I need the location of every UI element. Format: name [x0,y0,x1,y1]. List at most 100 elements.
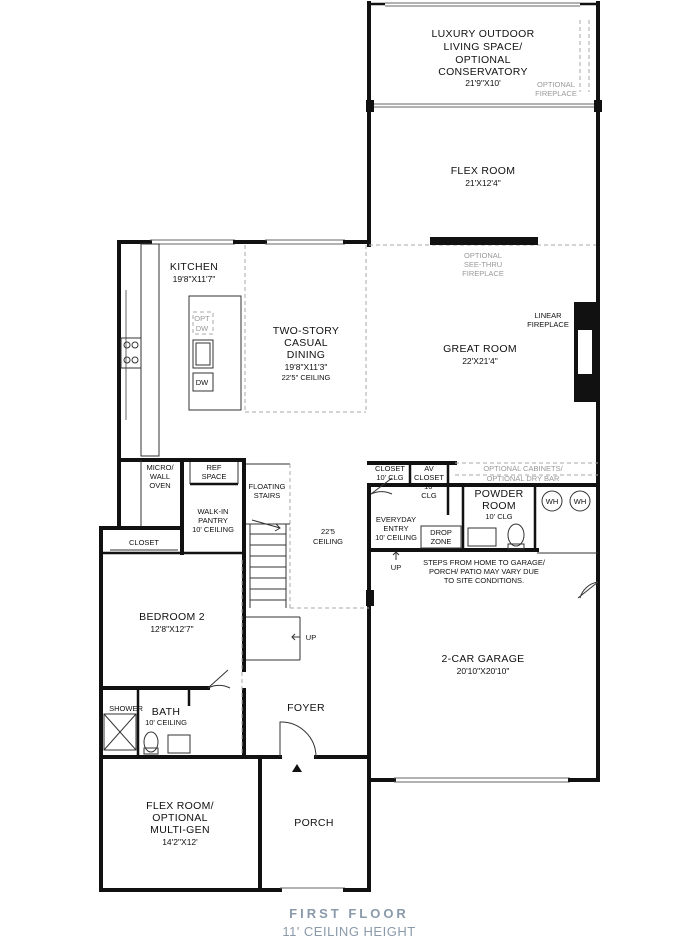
opt-cabinets-1: OPTIONAL CABINETS/ [483,464,563,473]
kitchen-name: KITCHEN [170,261,218,273]
closet1-1: CLOSET [375,464,405,473]
av-closet-4: CLG [421,491,437,500]
see-thru-2: SEE-THRU [464,260,502,269]
everyday-2: ENTRY [383,524,408,533]
flex-room-dim: 21'X12'4" [465,178,501,188]
room-labels: LUXURY OUTDOOR LIVING SPACE/ OPTIONAL CO… [109,28,586,847]
ref-2: SPACE [202,472,227,481]
sink [192,339,214,369]
outdoor-label-2: LIVING SPACE/ [444,41,523,53]
floor-subtitle: 11' CEILING HEIGHT [282,924,415,939]
closet1-2: 10' CLG [376,473,403,482]
micro-1: MICRO/ [146,463,174,472]
multigen-1: FLEX ROOM/ [146,800,214,812]
av-closet-3: 10' [424,482,434,491]
see-thru-3: FIREPLACE [462,269,504,278]
outdoor-fireplace-1: OPTIONAL [537,80,575,89]
steps-note-3: TO SITE CONDITIONS. [444,576,524,585]
foyer-label: FOYER [287,702,325,714]
pantry-2: PANTRY [198,516,228,525]
steps-note-2: PORCH/ PATIO MAY VARY DUE [429,567,539,576]
shower-pan [103,713,137,751]
bath-walls [99,688,262,759]
kitchen-dim: 19'8"X11'7" [173,274,216,284]
water-heater-1 [541,490,563,512]
stairs [241,463,369,755]
flex-room-walls [367,108,600,247]
multigen-dim: 14'2"X12' [162,837,198,847]
opt-cabinets-2: OPTIONAL DRY BAR [487,474,560,483]
multigen-3: MULTI-GEN [150,824,210,836]
everyday-3: 10' CEILING [375,533,417,542]
multigen-2: OPTIONAL [152,812,208,824]
toilet [143,731,159,753]
dining-2: CASUAL [284,337,328,349]
bath-sink [167,734,191,754]
shower-label: SHOWER [109,704,143,713]
drop-zone-bench [420,525,462,549]
ref-1: REF [207,463,222,472]
dining-3: DINING [287,349,326,361]
dining-1: TWO-STORY [273,325,339,337]
floor-title: FIRST FLOOR [289,906,409,921]
powder-sink [467,527,497,547]
av-closet-1: AV [424,464,433,473]
up-label-stairs: UP [306,633,316,642]
kitchen-counter [140,243,160,457]
kitchen-fixtures [120,243,367,457]
dw-label: DW [196,378,209,387]
bedroom2-dim: 12'8"X12'7" [150,624,193,634]
bedroom-walls [99,526,246,892]
closet2-label: CLOSET [129,538,159,547]
see-thru-1: OPTIONAL [464,251,502,260]
exterior-walls [117,239,600,892]
outdoor-dim: 21'9"X10' [465,78,501,88]
drop-zone-2: ZONE [431,537,452,546]
powder-toilet [507,523,525,547]
kitchen-island [188,295,242,411]
stair-ceiling-2: CEILING [313,537,343,546]
opt-dw-2: DW [196,324,209,333]
bath-ceiling: 10' CEILING [145,718,187,727]
powder-3: 10' CLG [485,512,512,521]
everyday-1: EVERYDAY [376,515,416,524]
pantry-area [117,458,246,555]
stair-ceiling-1: 22'5 [321,527,335,536]
outdoor-label-4: CONSERVATORY [438,66,528,78]
av-closet-2: CLOSET [414,473,444,482]
micro-3: OVEN [149,481,170,490]
wh-2: WH [574,497,587,506]
garage-name: 2-CAR GARAGE [442,653,525,665]
outdoor-living-area [366,1,602,112]
outdoor-label-3: OPTIONAL [455,54,511,66]
great-room-dim: 22'X21'4" [462,356,498,366]
drop-zone-1: DROP [430,528,452,537]
pantry-3: 10' CEILING [192,525,234,534]
foyer-porch [258,590,374,892]
bath-name: BATH [152,706,180,718]
flex-room-name: FLEX ROOM [451,165,516,177]
pantry-1: WALK-IN [198,507,229,516]
great-room-name: GREAT ROOM [443,343,517,355]
micro-2: WALL [150,472,170,481]
cooktop [120,337,142,369]
water-heater-2 [569,490,591,512]
wh-1: WH [546,497,559,506]
powder-1: POWDER [474,488,523,500]
porch-label: PORCH [294,817,333,829]
outdoor-fireplace-2: FIREPLACE [535,89,577,98]
utility-walls [367,461,600,599]
floating-1: FLOATING [249,482,286,491]
dining-ceiling: 22'5" CEILING [282,373,331,382]
multigen-walls [99,755,262,892]
up-label-entry: UP [391,563,401,572]
dining-dim: 19'8"X11'3" [285,362,328,372]
linear-fp-1: LINEAR [534,311,562,320]
garage-dim: 20'10"X20'10" [457,666,510,676]
powder-2: ROOM [482,500,516,512]
see-thru-fireplace-block [430,237,538,245]
linear-fp-2: FIREPLACE [527,320,569,329]
entry-arrow [292,764,302,772]
steps-note-1: STEPS FROM HOME TO GARAGE/ [423,558,546,567]
